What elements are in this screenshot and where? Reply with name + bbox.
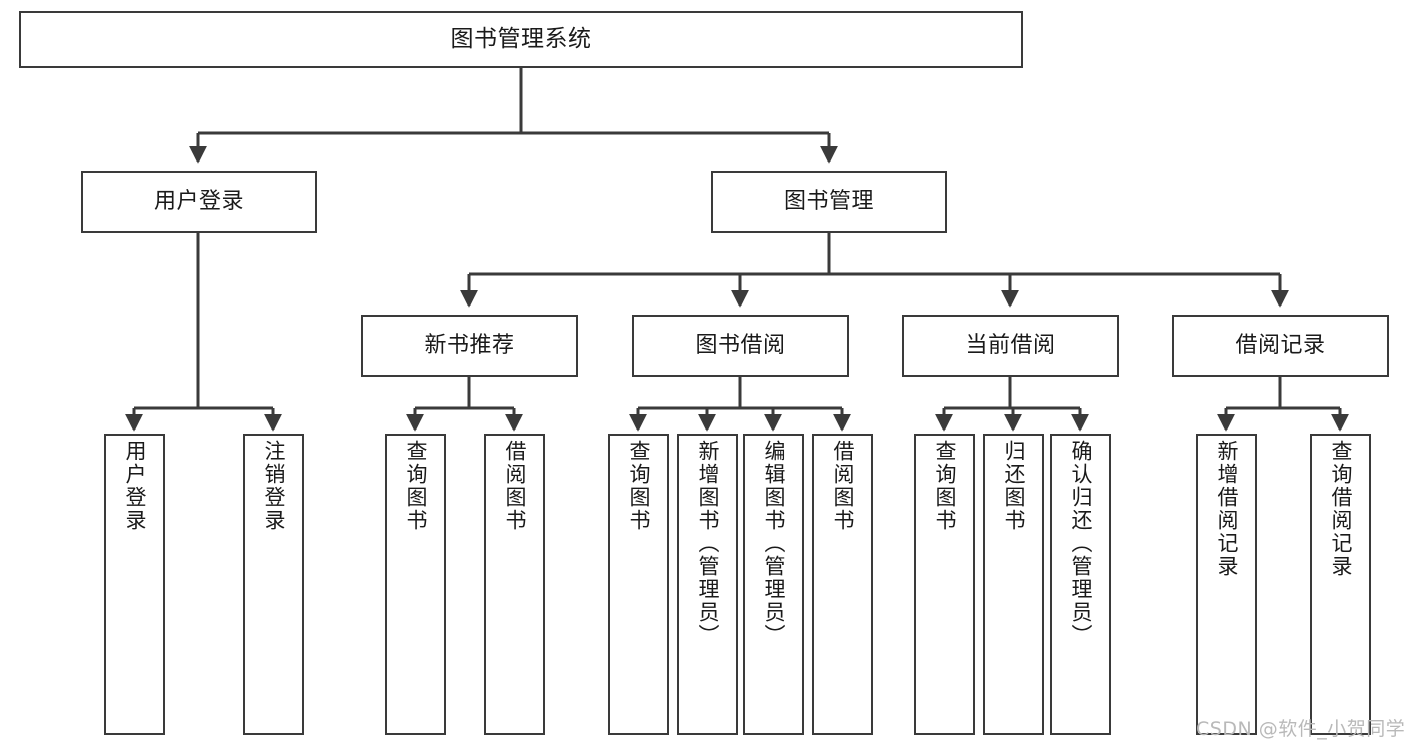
- leaf-borrow-record-add[interactable]: 新增借阅记录: [1196, 434, 1257, 735]
- leaf-book-borrow-query[interactable]: 查询图书: [608, 434, 669, 735]
- node-new-book-recommend[interactable]: 新书推荐: [361, 315, 578, 377]
- leaf-user-login-login[interactable]: 用户登录: [104, 434, 165, 735]
- leaf-book-borrow-borrow[interactable]: 借阅图书: [812, 434, 873, 735]
- node-label: 新书推荐: [424, 333, 515, 359]
- node-user-login[interactable]: 用户登录: [81, 171, 317, 233]
- node-label: 用户登录: [153, 189, 244, 215]
- node-label: 图书借阅: [695, 333, 786, 359]
- node-label: 图书管理: [783, 189, 874, 215]
- node-root-system[interactable]: 图书管理系统: [19, 11, 1023, 68]
- node-label: 查询图书: [627, 440, 651, 532]
- node-label: 用户登录: [123, 440, 147, 532]
- leaf-current-borrow-confirm-return[interactable]: 确认归还（管理员）: [1050, 434, 1111, 735]
- leaf-user-login-logout[interactable]: 注销登录: [243, 434, 304, 735]
- node-label: 编辑图书（管理员）: [762, 440, 786, 647]
- leaf-borrow-record-query[interactable]: 查询借阅记录: [1310, 434, 1371, 735]
- leaf-current-borrow-return[interactable]: 归还图书: [983, 434, 1044, 735]
- leaf-new-book-borrow[interactable]: 借阅图书: [484, 434, 545, 735]
- node-label: 注销登录: [262, 440, 286, 532]
- node-label: 新增图书（管理员）: [696, 440, 720, 647]
- node-label: 借阅图书: [831, 440, 855, 532]
- node-borrow-records[interactable]: 借阅记录: [1172, 315, 1389, 377]
- node-label: 当前借阅: [965, 333, 1056, 359]
- node-label: 图书管理系统: [450, 26, 592, 53]
- node-label: 借阅记录: [1235, 333, 1326, 359]
- node-label: 借阅图书: [503, 440, 527, 532]
- leaf-current-borrow-query[interactable]: 查询图书: [914, 434, 975, 735]
- csdn-watermark: CSDN @软件_小贺同学: [1196, 718, 1405, 740]
- node-book-management[interactable]: 图书管理: [711, 171, 947, 233]
- node-label: 查询图书: [404, 440, 428, 532]
- node-label: 归还图书: [1002, 440, 1026, 532]
- leaf-book-borrow-add[interactable]: 新增图书（管理员）: [677, 434, 738, 735]
- leaf-book-borrow-edit[interactable]: 编辑图书（管理员）: [743, 434, 804, 735]
- node-label: 查询图书: [933, 440, 957, 532]
- node-label: 查询借阅记录: [1329, 440, 1353, 578]
- node-label: 新增借阅记录: [1215, 440, 1239, 578]
- leaf-new-book-query[interactable]: 查询图书: [385, 434, 446, 735]
- node-current-borrow[interactable]: 当前借阅: [902, 315, 1119, 377]
- node-book-borrow[interactable]: 图书借阅: [632, 315, 849, 377]
- node-label: 确认归还（管理员）: [1069, 440, 1093, 647]
